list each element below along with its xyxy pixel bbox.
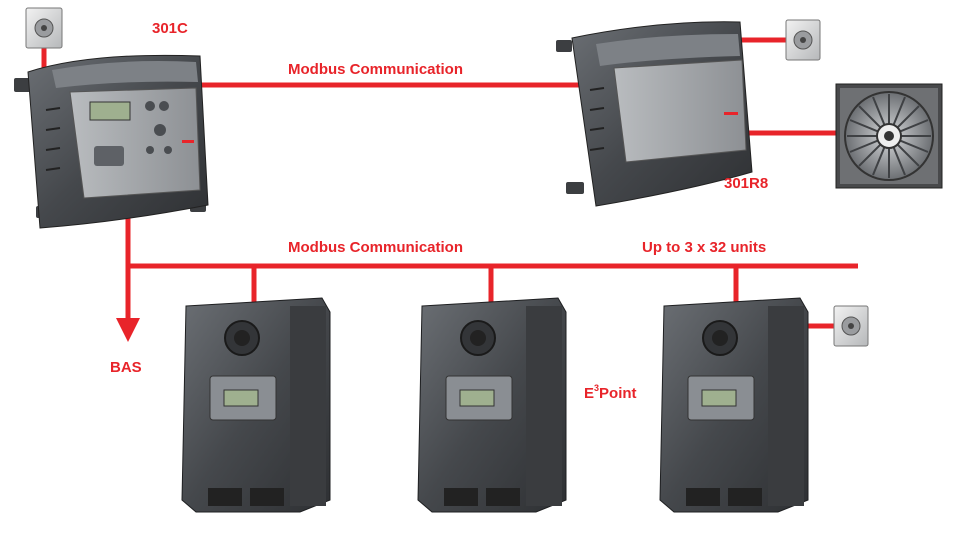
relay-panel-301r8 — [556, 21, 753, 207]
connection-lines — [41, 37, 858, 329]
transmitter-unit-1 — [181, 297, 331, 513]
controller-display — [89, 101, 131, 121]
label-bas: BAS — [110, 359, 142, 376]
exhaust-fan-icon — [835, 83, 943, 189]
gas-sensor-icon — [25, 7, 63, 49]
gas-sensor-icon — [833, 305, 869, 347]
arrow-down-icon — [116, 318, 140, 342]
controller-301c — [14, 54, 209, 229]
transmitter-unit-2 — [417, 297, 567, 513]
label-301r8: 301R8 — [724, 175, 768, 192]
label-modbus-bottom: Modbus Communication — [288, 239, 463, 256]
gas-sensor-icon — [785, 19, 821, 61]
label-301c: 301C — [152, 20, 188, 37]
label-e3point: E3Point — [584, 383, 637, 402]
label-modbus-top: Modbus Communication — [288, 61, 463, 78]
label-unit-capacity: Up to 3 x 32 units — [642, 239, 766, 256]
transmitter-unit-3 — [659, 297, 809, 513]
